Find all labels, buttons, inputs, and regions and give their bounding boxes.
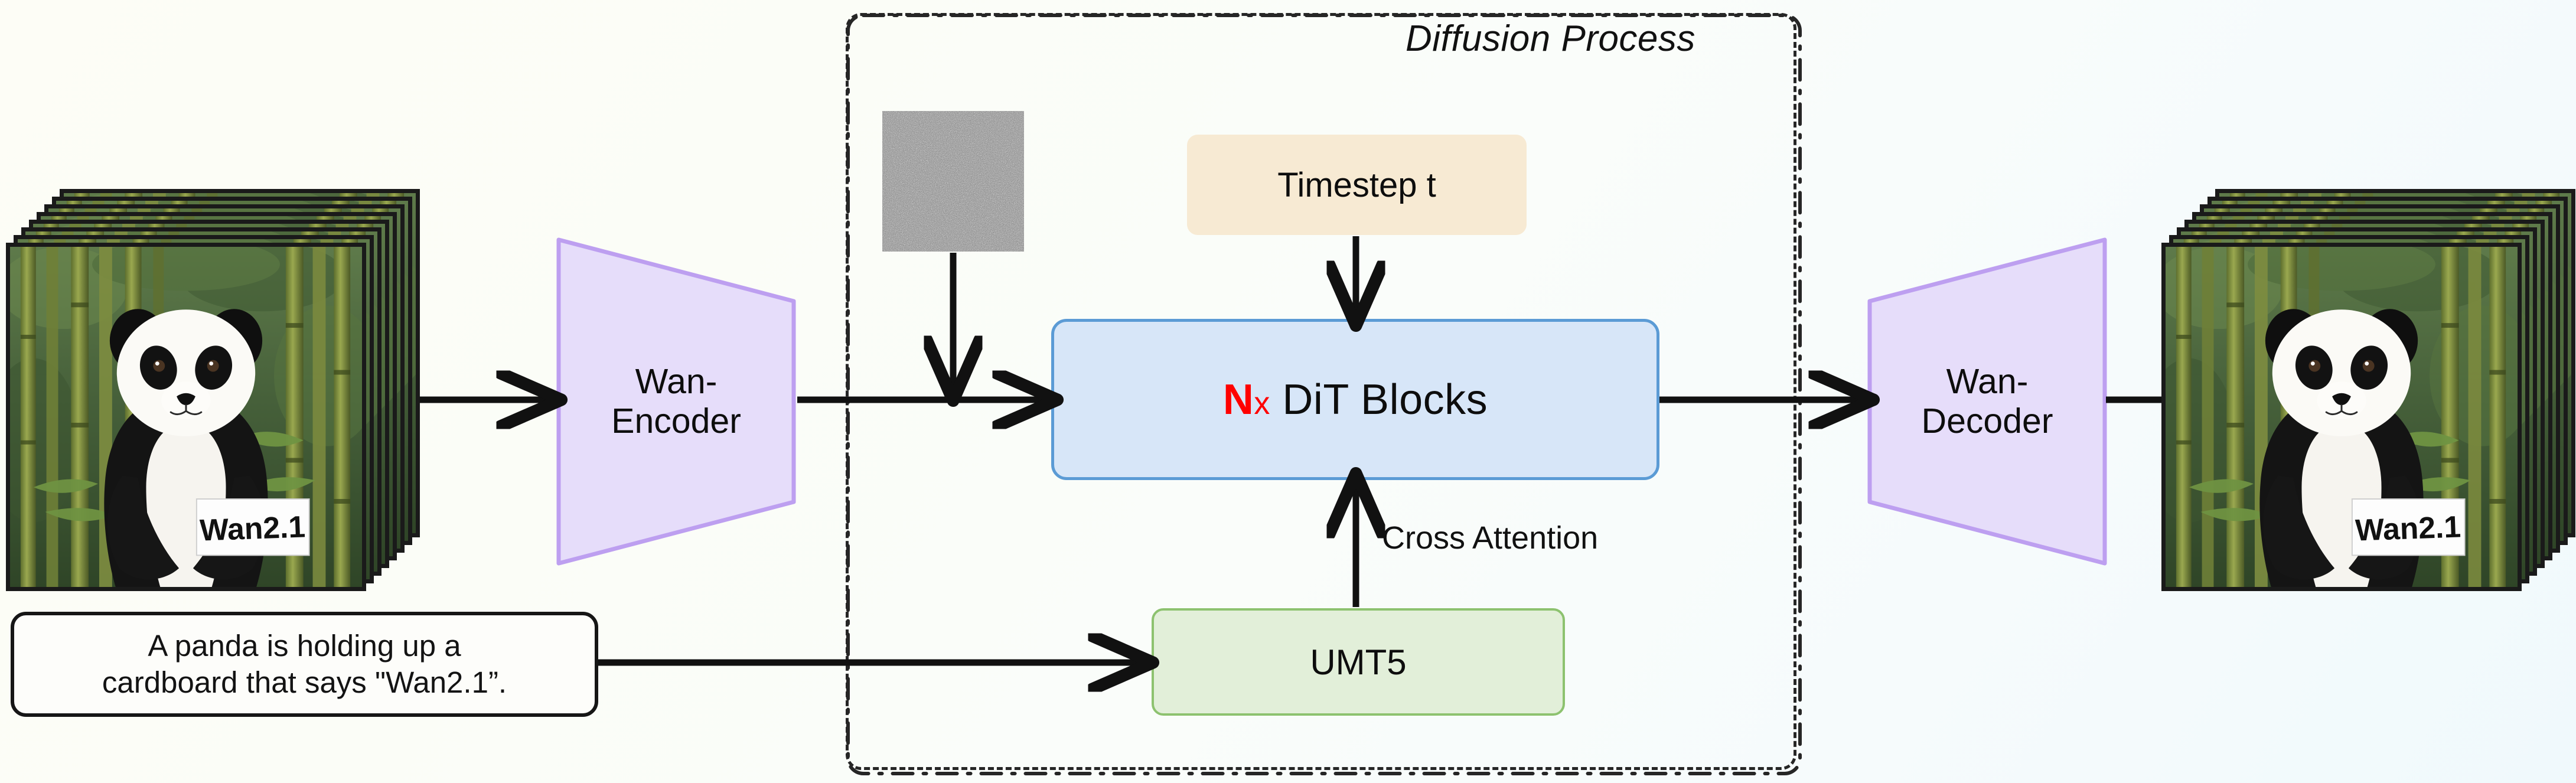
wan-encoder-block[interactable]: Wan- Encoder — [555, 236, 797, 567]
input-video-frame-stack: Wan2.1 — [6, 189, 420, 591]
video-frame: Wan2.1 — [2161, 243, 2522, 591]
wan-decoder-block[interactable]: Wan- Decoder — [1866, 236, 2108, 567]
timestep-box[interactable]: Timestep t — [1187, 135, 1527, 235]
svg-text:Wan2.1: Wan2.1 — [2355, 509, 2461, 547]
dit-blocks-box[interactable]: Nx DiT Blocks — [1051, 319, 1659, 480]
dit-blocks-text: DiT Blocks — [1282, 376, 1488, 423]
output-video-frame-stack: Wan2.1 — [2161, 189, 2575, 591]
dit-blocks-label: Nx DiT Blocks — [1223, 376, 1488, 424]
diffusion-process-region — [846, 13, 1802, 775]
timestep-label: Timestep t — [1277, 165, 1436, 204]
svg-text:Wan2.1: Wan2.1 — [199, 509, 306, 547]
dit-times-symbol: x — [1254, 385, 1270, 421]
cross-attention-label: Cross Attention — [1382, 520, 1599, 556]
video-frame: Wan2.1 — [6, 243, 366, 591]
diffusion-process-label: Diffusion Process — [1406, 18, 1695, 59]
dit-multiplier: N — [1222, 376, 1254, 423]
prompt-line-2: cardboard that says "Wan2.1”. — [102, 665, 507, 699]
prompt-line-1: A panda is holding up a — [148, 628, 461, 663]
text-prompt-box[interactable]: A panda is holding up a cardboard that s… — [11, 612, 598, 717]
umt5-label: UMT5 — [1310, 642, 1407, 682]
umt5-text-encoder-box[interactable]: UMT5 — [1152, 608, 1565, 716]
gaussian-noise-patch — [882, 111, 1024, 252]
